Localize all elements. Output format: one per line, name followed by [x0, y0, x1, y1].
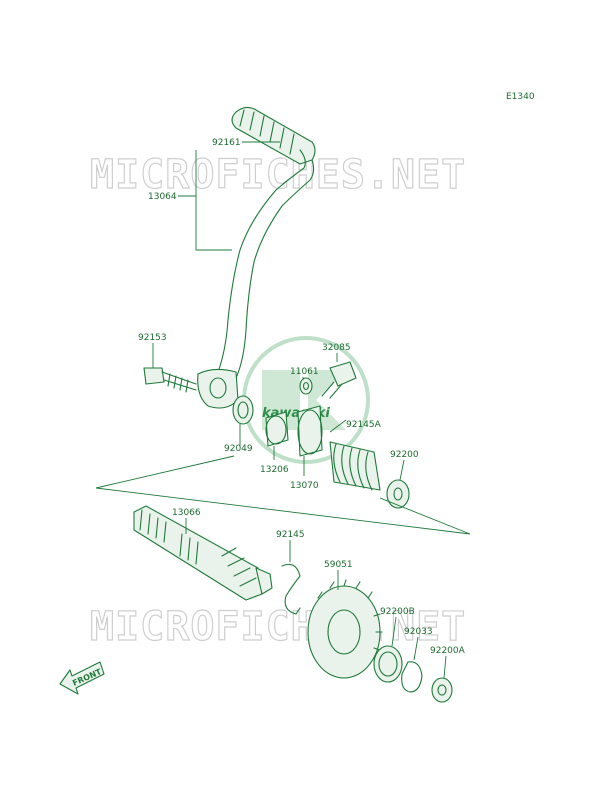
diagram-code: E1340	[506, 92, 535, 102]
part-label-92200B: 92200B	[380, 607, 415, 617]
kick-pedal-lever	[197, 106, 316, 409]
bolt-92153	[143, 367, 197, 393]
spring-92145A	[329, 441, 381, 491]
watermark-bottom: MICROFICHES.NET	[90, 604, 466, 650]
part-label-92033: 92033	[404, 627, 433, 637]
washer-11061	[299, 377, 313, 395]
part-label-92145: 92145	[276, 530, 305, 540]
part-label-11061: 11061	[290, 367, 319, 377]
leader-lines	[152, 141, 447, 679]
collar-13206	[265, 411, 289, 447]
part-label-32085: 32085	[322, 343, 351, 353]
part-label-13066: 13066	[172, 508, 201, 518]
part-label-92153: 92153	[138, 333, 167, 343]
part-label-13206: 13206	[260, 465, 289, 475]
part-label-92200A: 92200A	[430, 646, 466, 656]
watermark-top: MICROFICHES.NET	[90, 152, 466, 198]
assembly-outline	[95, 455, 471, 535]
washer-92200	[386, 479, 410, 509]
bolt-32085	[321, 361, 357, 399]
circlip-92033	[401, 661, 423, 693]
part-label-13070: 13070	[290, 481, 319, 491]
kick-gear-59051	[307, 579, 383, 679]
part-label-92145A: 92145A	[346, 420, 382, 430]
part-label-92049: 92049	[224, 444, 253, 454]
part-label-92161: 92161	[212, 138, 241, 148]
front-direction-arrow: FRONT	[59, 661, 105, 695]
collar-13070	[297, 405, 323, 457]
part-label-59051: 59051	[324, 560, 353, 570]
washer-92200A	[431, 677, 453, 703]
spring-clip-92145	[281, 563, 301, 615]
kick-shaft-13066	[133, 505, 273, 601]
washer-92200B	[373, 645, 403, 683]
oil-seal-92049	[232, 395, 254, 425]
part-label-92200: 92200	[390, 450, 419, 460]
part-label-13064: 13064	[148, 192, 177, 202]
